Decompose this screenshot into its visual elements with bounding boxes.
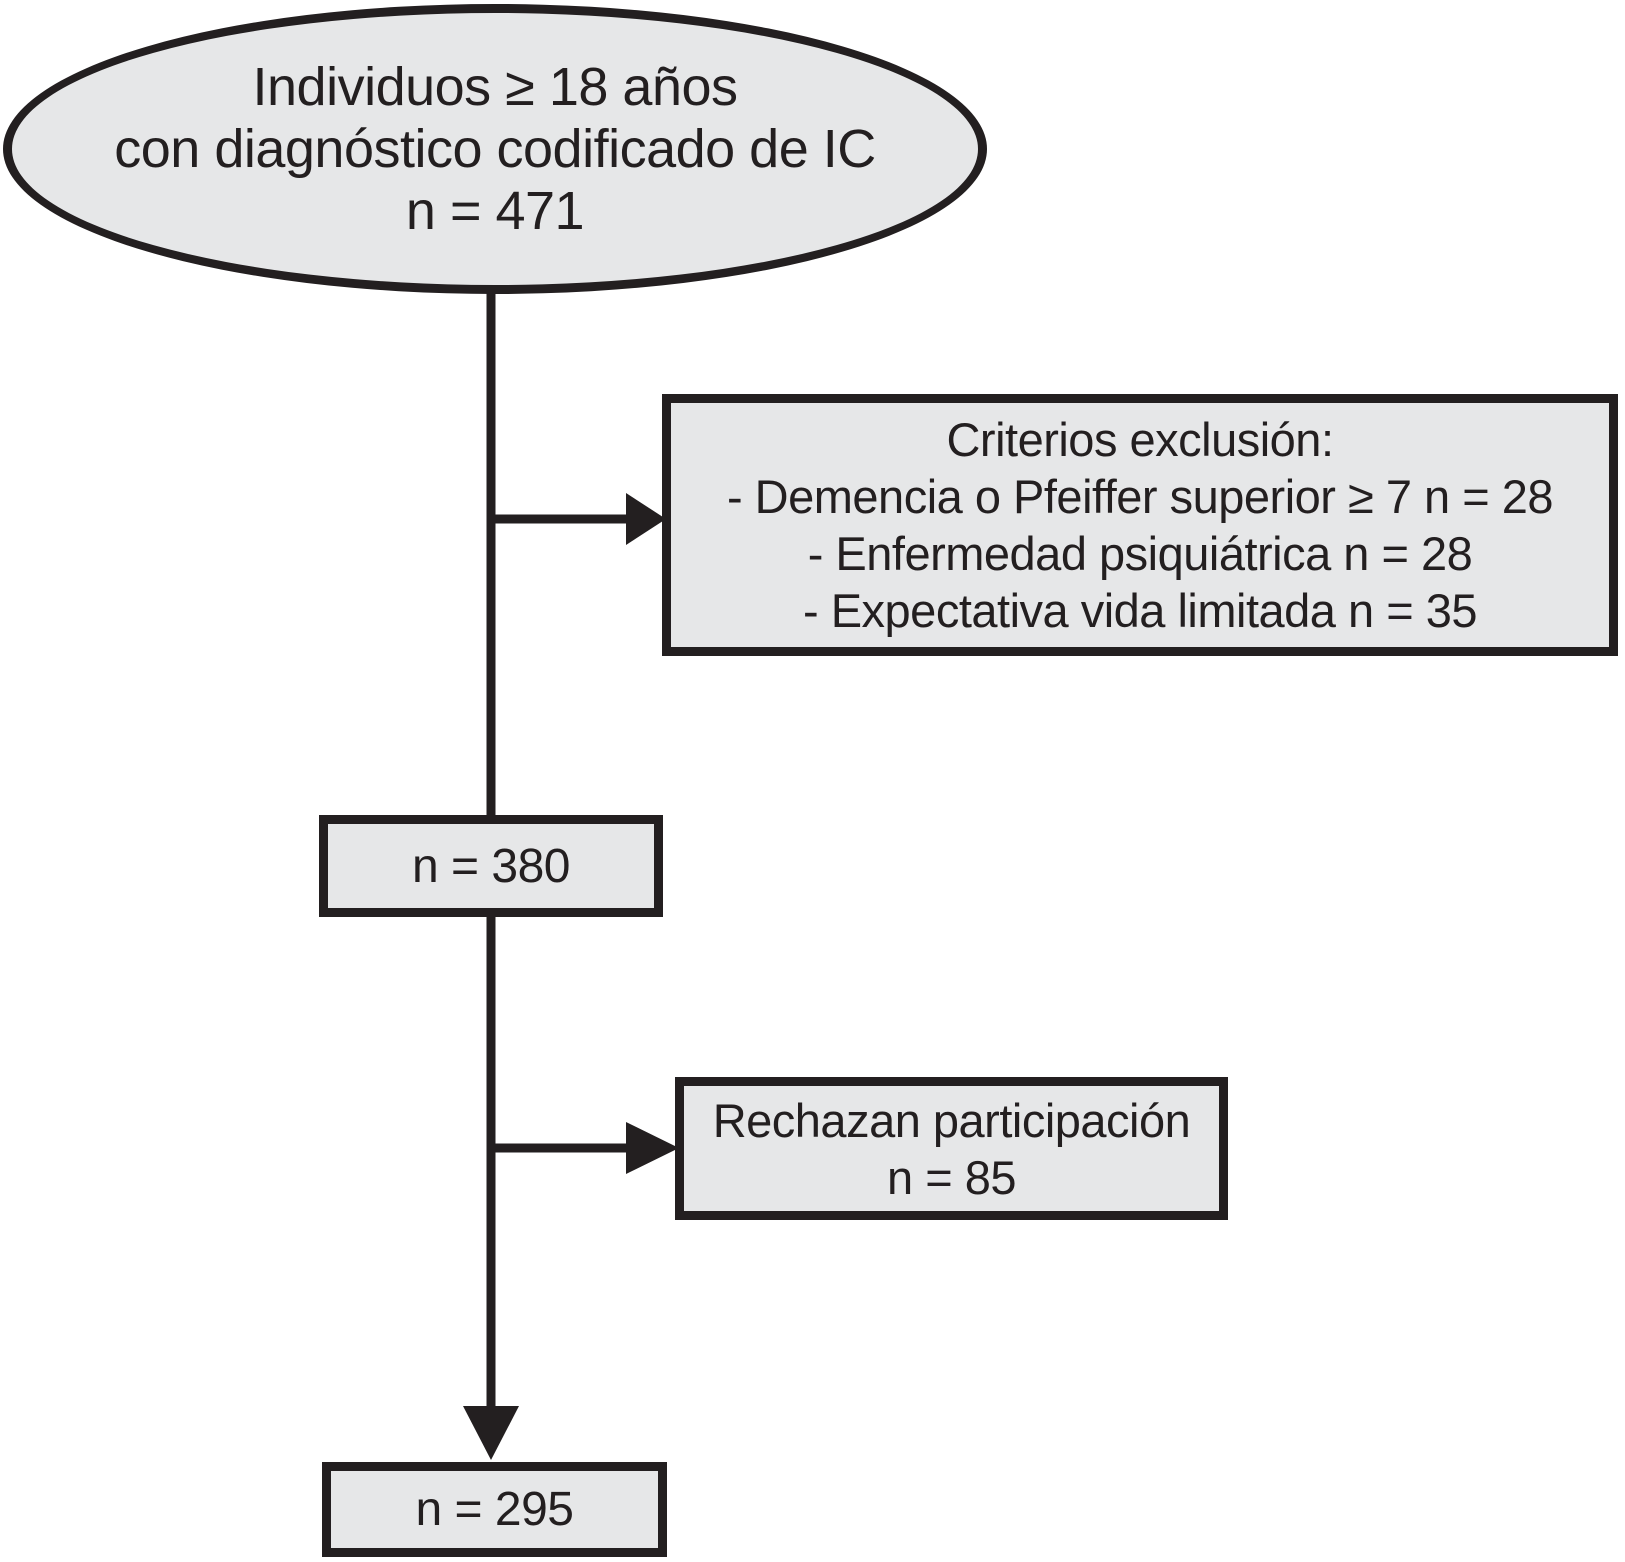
refusal-box: Rechazan participación n = 85 <box>675 1077 1228 1220</box>
exclusion-criteria-item: - Enfermedad psiquiátrica n = 28 <box>807 527 1473 580</box>
exclusion-criteria-box: Criterios exclusión: - Demencia o Pfeiff… <box>662 394 1618 656</box>
exclusion-criteria-item: - Demencia o Pfeiffer superior ≥ 7 n = 2… <box>726 470 1554 523</box>
arrowhead-final-icon <box>463 1406 519 1460</box>
exclusion-criteria-title: Criterios exclusión: <box>946 413 1334 466</box>
start-ellipse-line-1: Individuos ≥ 18 años <box>252 57 738 117</box>
refusal-line-1: Rechazan participación <box>712 1093 1191 1147</box>
exclusion-criteria-item: - Expectativa vida limitada n = 35 <box>802 584 1478 637</box>
final-count-box: n = 295 <box>322 1462 667 1557</box>
arrowhead-exclusion-icon <box>626 493 666 545</box>
arrowhead-refusal-icon <box>626 1122 679 1174</box>
refusal-count: n = 85 <box>887 1150 1016 1204</box>
eligible-count-label: n = 380 <box>412 839 570 893</box>
start-ellipse-line-2: con diagnóstico codificado de IC <box>114 119 876 179</box>
eligible-count-box: n = 380 <box>319 815 663 917</box>
final-count-label: n = 295 <box>415 1483 574 1536</box>
start-ellipse-node: Individuos ≥ 18 años con diagnóstico cod… <box>3 4 987 294</box>
start-ellipse-count: n = 471 <box>405 181 585 241</box>
